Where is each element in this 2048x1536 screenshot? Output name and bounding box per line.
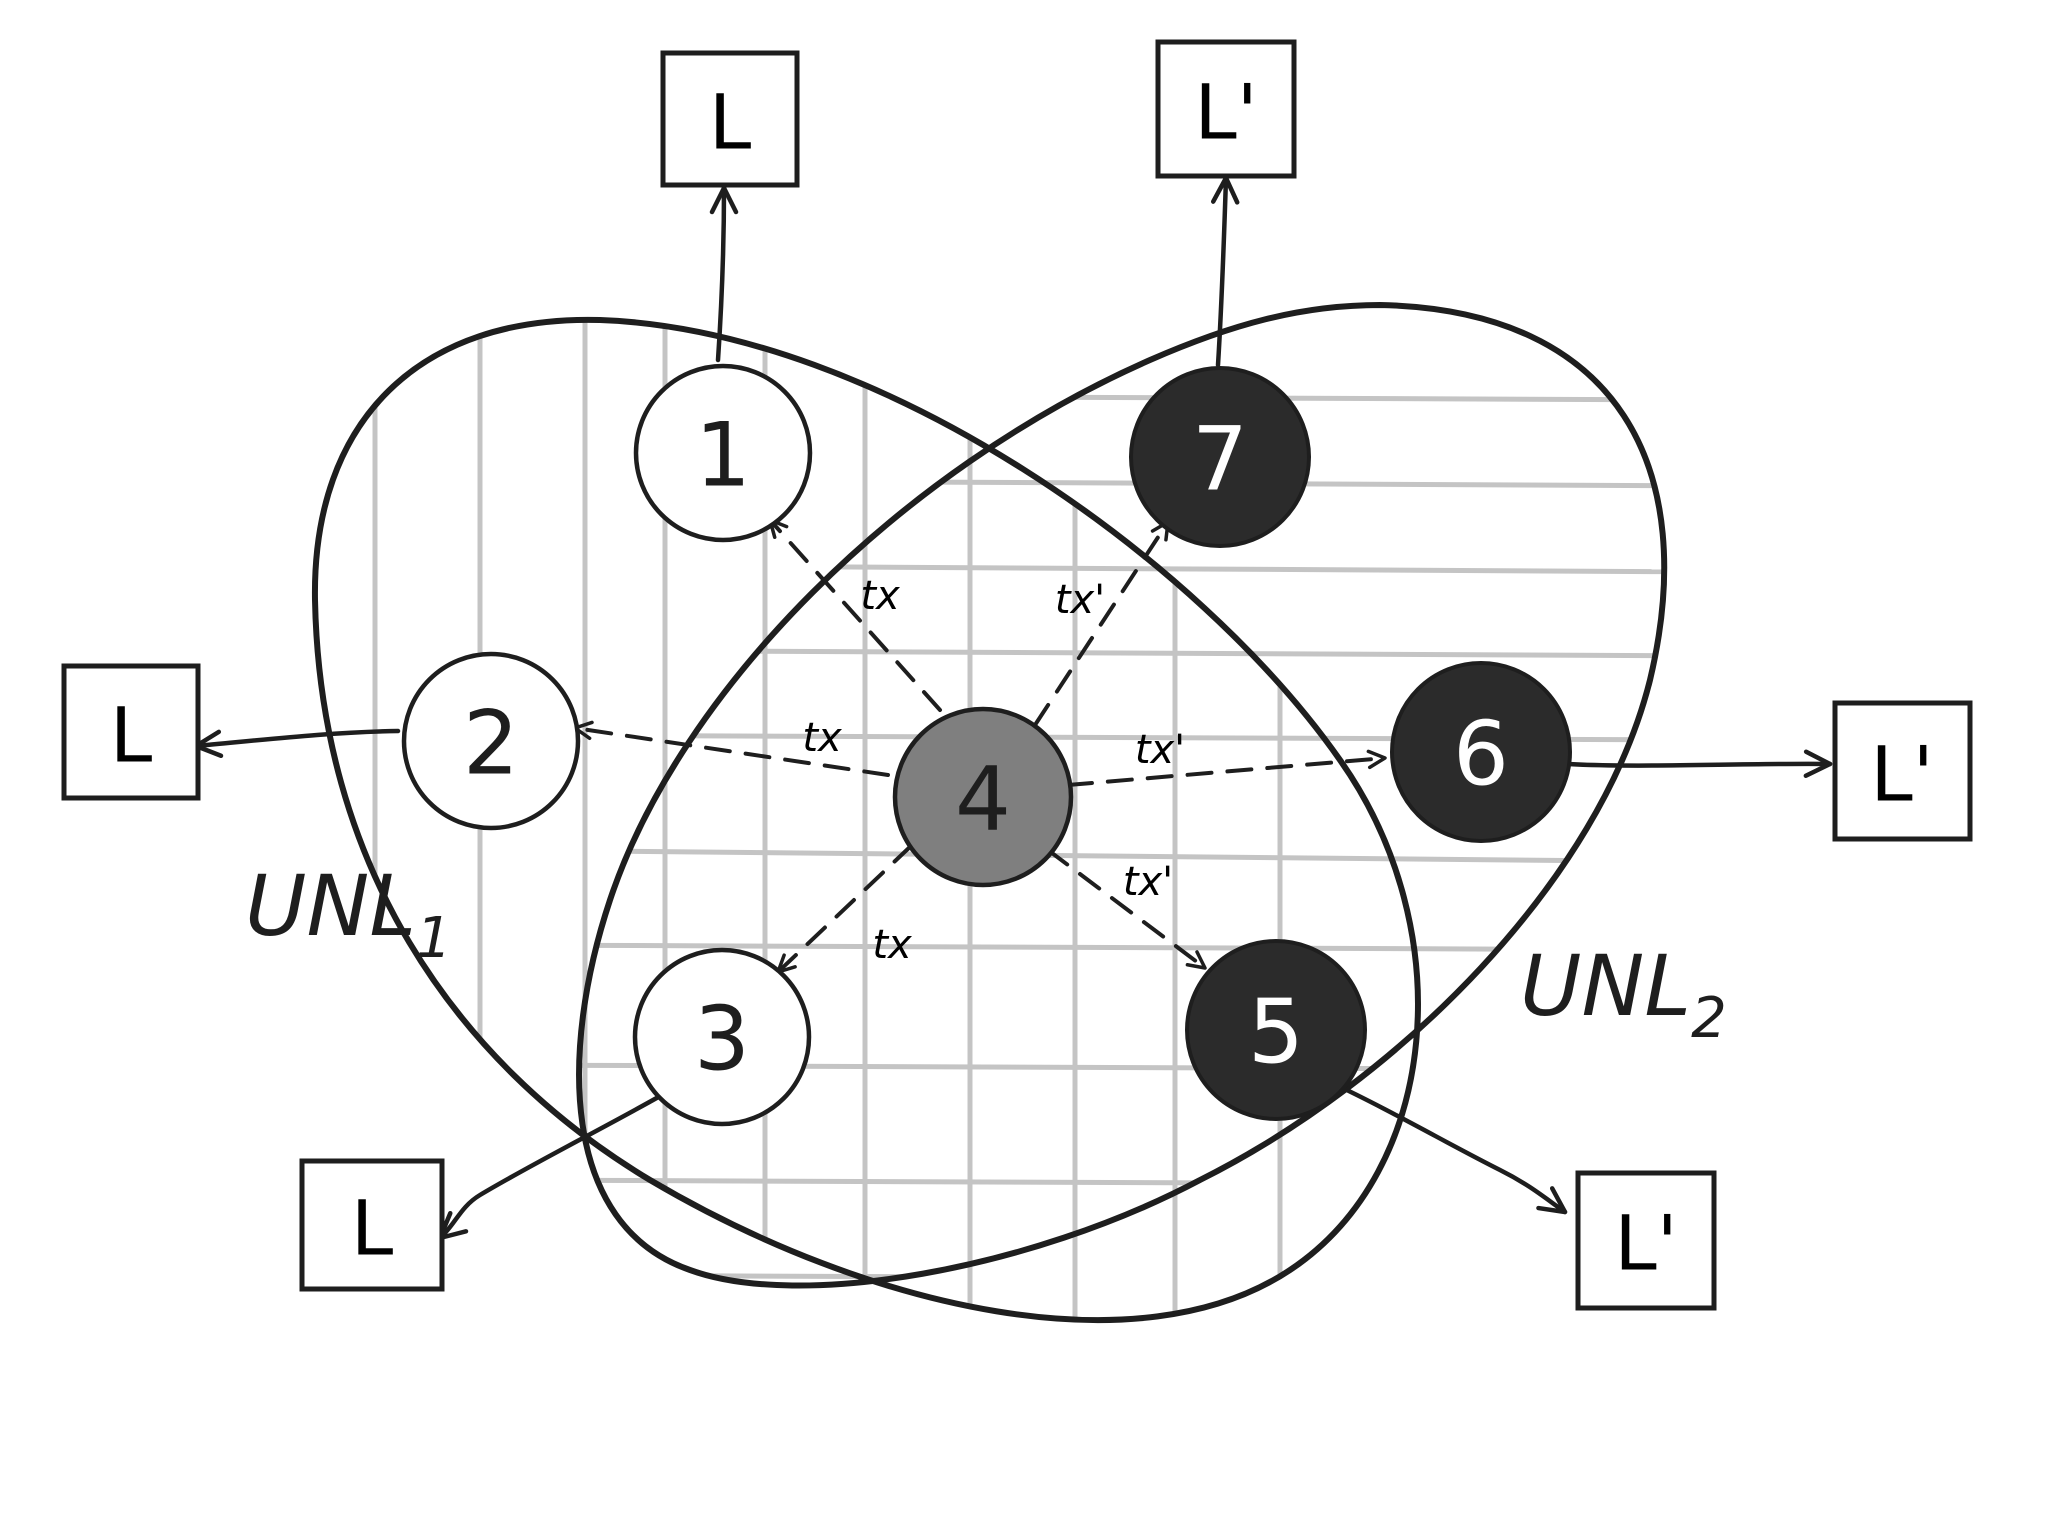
edge-3-to-box — [437, 1092, 665, 1241]
svg-text:7: 7 — [1192, 408, 1248, 511]
node-2: 2 — [401, 651, 581, 831]
node-4: 4 — [892, 706, 1074, 888]
edge-4-to-1 — [768, 518, 942, 712]
edge-label-4-2: tx — [802, 715, 842, 761]
ledger-box-7: L' — [1155, 39, 1297, 179]
svg-text:2: 2 — [463, 692, 519, 795]
ledger-box-6: L' — [1832, 700, 1973, 842]
svg-text:6: 6 — [1453, 703, 1509, 806]
edge-4-to-6 — [1066, 749, 1387, 787]
edge-4-to-2 — [573, 720, 890, 777]
svg-text:3: 3 — [694, 988, 750, 1091]
svg-text:L': L' — [1870, 730, 1933, 819]
edge-label-4-6: tx' — [1135, 727, 1185, 773]
edge-label-4-1: tx — [860, 573, 900, 619]
ledger-box-2: L — [61, 663, 201, 801]
node-6: 6 — [1390, 661, 1572, 843]
unl1-set-outline — [311, 316, 1421, 1323]
svg-text:4: 4 — [955, 748, 1011, 851]
ledger-box-5: L' — [1575, 1170, 1717, 1311]
edge-label-4-5: tx' — [1123, 859, 1173, 905]
svg-text:L: L — [351, 1184, 393, 1273]
svg-text:L': L' — [1194, 68, 1257, 157]
unl2-set-outline — [576, 301, 1668, 1289]
edge-label-4-3: tx — [872, 922, 912, 968]
edge-2-to-box — [193, 728, 401, 759]
edge-1-to-box — [709, 185, 739, 363]
svg-text:L: L — [110, 691, 152, 780]
edge-4-to-7 — [1033, 520, 1170, 727]
ledger-box-1: L — [660, 50, 800, 188]
svg-text:5: 5 — [1248, 981, 1304, 1084]
node-5: 5 — [1185, 939, 1367, 1121]
edge-7-to-box — [1210, 175, 1240, 368]
edge-4-to-3 — [776, 843, 914, 974]
unl1-label: UNL1 — [245, 857, 452, 971]
node-3: 3 — [632, 947, 812, 1127]
ledger-box-3: L — [299, 1158, 445, 1292]
edge-label-4-7: tx' — [1055, 577, 1105, 623]
transaction-edges — [573, 518, 1387, 974]
svg-text:L': L' — [1614, 1199, 1677, 1288]
unl2-label: UNL2 — [1520, 937, 1727, 1051]
edge-6-to-box — [1565, 749, 1833, 778]
edge-5-to-box — [1327, 1079, 1568, 1215]
svg-text:1: 1 — [695, 404, 751, 507]
node-1: 1 — [633, 363, 813, 543]
node-7: 7 — [1129, 366, 1311, 548]
svg-text:L: L — [709, 78, 751, 167]
ledger-edges — [193, 175, 1833, 1241]
edge-4-to-5 — [1046, 848, 1207, 970]
